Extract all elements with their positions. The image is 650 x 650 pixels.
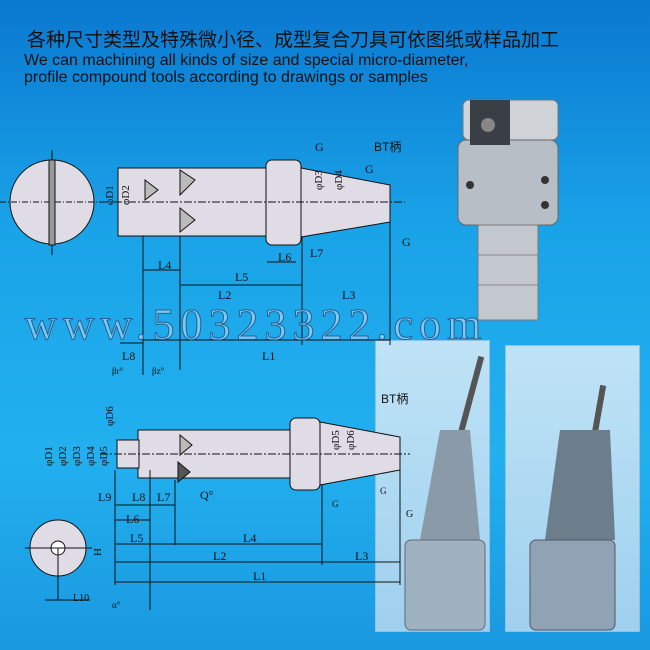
d2-label-q: Q°	[200, 488, 214, 502]
d1-label-d3: φD3	[313, 170, 325, 190]
website-watermark: www.50323322.com	[24, 300, 488, 349]
d1-label-g2: G	[365, 162, 374, 176]
d2-label-g1: G	[332, 499, 339, 509]
d1-label-g3: G	[402, 235, 411, 249]
d2-label-d2: φD2	[57, 446, 69, 466]
d2-label-alpha: α°	[112, 600, 121, 610]
d1-label-l8: L8	[122, 349, 136, 363]
d2-label-g3: G	[406, 509, 414, 520]
d1-label-l3: L3	[342, 288, 356, 302]
d2-label-d6-top: φD6	[104, 406, 116, 426]
product-photo-boring-head	[457, 99, 559, 321]
d1-label-g1: G	[315, 140, 324, 154]
d1-label-d4: φD4	[333, 170, 345, 190]
d2-label-l5: L5	[130, 531, 144, 545]
d2-label-d5: φD5	[98, 446, 110, 466]
product-photo-compound-tool	[529, 384, 616, 631]
d1-label-beta-z: βz°	[152, 366, 165, 376]
d2-label-l8: L8	[132, 490, 146, 504]
heading-english: We can machining all kinds of size and s…	[24, 52, 468, 86]
d1-label-beta-r: βr°	[112, 366, 124, 376]
d2-label-d3: φD3	[71, 446, 83, 466]
heading-chinese: 各种尺寸类型及特殊微小径、成型复合刀具可依图纸或样品加工	[27, 29, 560, 51]
d1-label-l5: L5	[235, 270, 249, 284]
d2-label-l1: L1	[253, 569, 267, 583]
d2-label-h: H	[92, 548, 104, 556]
d1-label-d2: φD2	[120, 185, 132, 205]
d1-shank-label: BT柄	[374, 140, 402, 154]
heading-english-line2: profile compound tools according to draw…	[24, 69, 428, 86]
d2-label-l9: L9	[98, 490, 112, 504]
d2-label-d6-shank: φD6	[345, 430, 357, 450]
d1-label-l1: L1	[262, 349, 276, 363]
d1-label-l7: L7	[310, 246, 324, 260]
d2-label-l2: L2	[213, 549, 227, 563]
d2-label-l3: L3	[355, 549, 369, 563]
product-photo-bt-tool	[404, 355, 486, 631]
d1-label-d1: φD1	[104, 185, 116, 205]
d1-label-l6: L6	[278, 250, 292, 264]
d2-label-l4: L4	[243, 531, 257, 545]
d1-label-l2: L2	[218, 288, 232, 302]
d2-label-d4: φD4	[85, 446, 97, 466]
d2-label-l7: L7	[157, 490, 171, 504]
d2-label-l10: L10	[73, 593, 90, 604]
d2-shank-label: BT柄	[381, 392, 409, 406]
d2-label-d1: φD1	[43, 446, 55, 466]
d2-label-l6: L6	[126, 512, 140, 526]
heading-english-line1: We can machining all kinds of size and s…	[24, 52, 469, 69]
d2-label-d5-shank: φD5	[330, 430, 342, 450]
d1-label-l4: L4	[158, 258, 172, 272]
d2-label-g2: G	[380, 486, 387, 496]
